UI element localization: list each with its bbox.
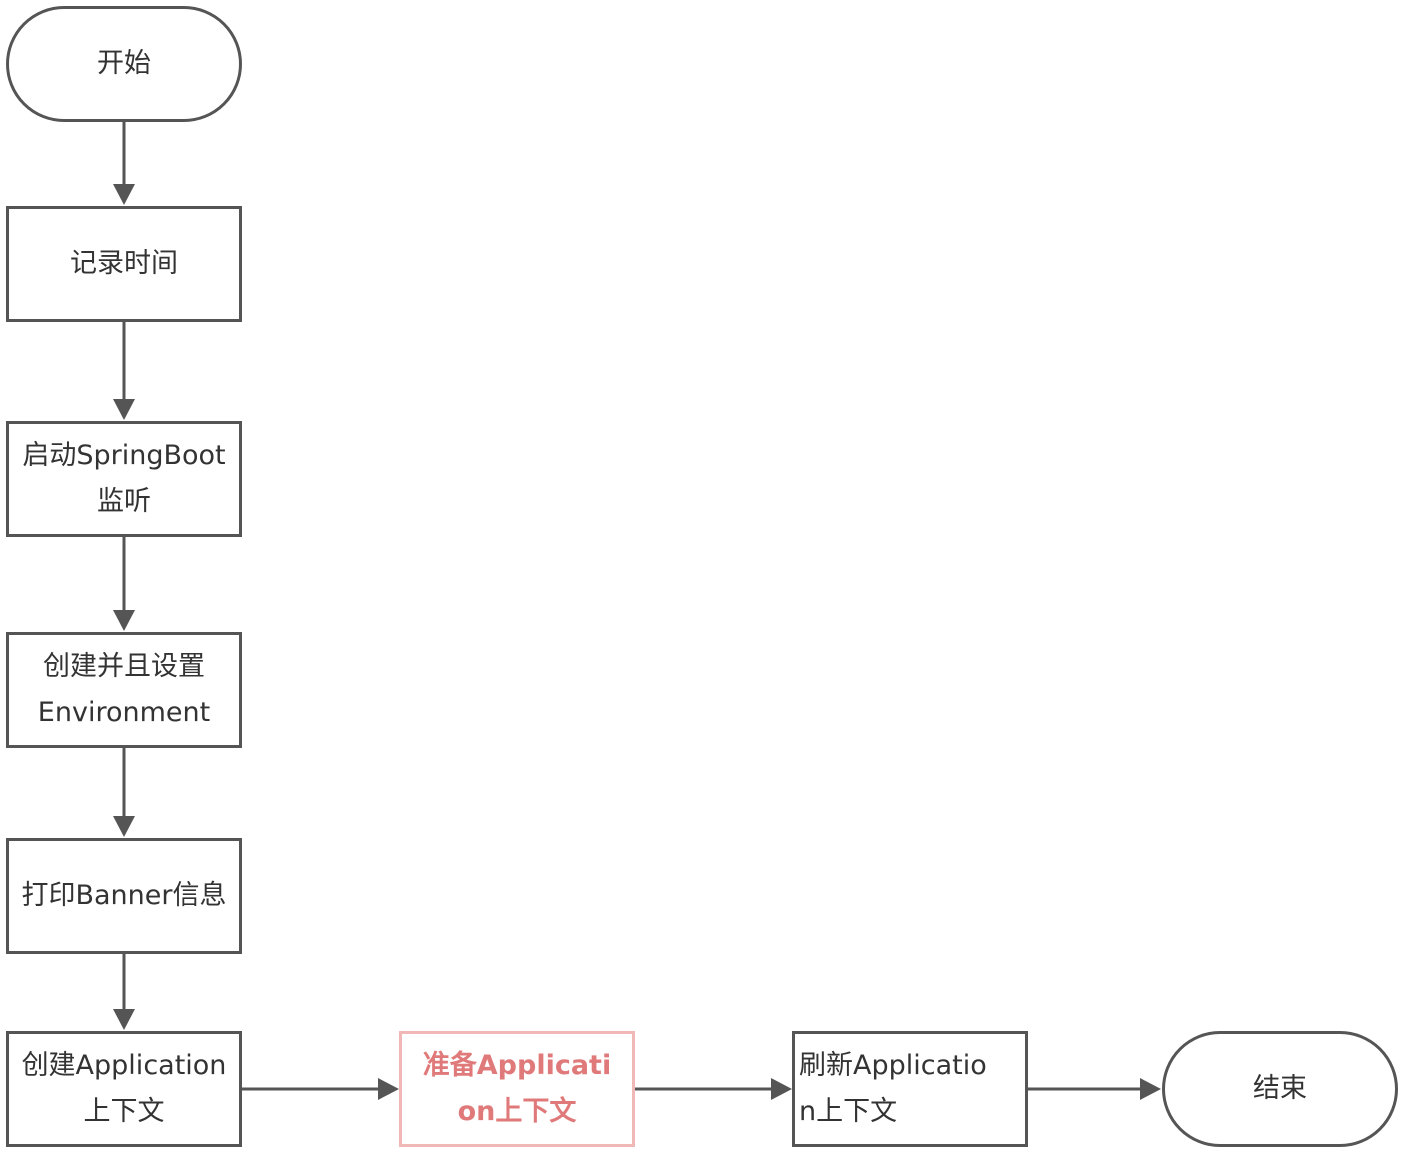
arrowhead-start-to-record — [113, 184, 135, 205]
create-context-node[interactable]: 创建Application上下文 — [6, 1031, 242, 1147]
arrowhead-listener-to-env — [113, 610, 135, 631]
start-listener-label: 启动SpringBoot监听 — [22, 440, 226, 517]
arrowhead-prepare-to-refresh — [771, 1078, 792, 1100]
end-node[interactable]: 结束 — [1162, 1031, 1398, 1147]
start-label: 开始 — [97, 48, 151, 79]
prepare-context-label: 准备Application上下文 — [422, 1050, 612, 1127]
create-environment-label: 创建并且设置Environment — [37, 651, 211, 728]
print-banner-node[interactable]: 打印Banner信息 — [6, 838, 242, 954]
prepare-context-node[interactable]: 准备Application上下文 — [399, 1031, 635, 1147]
create-environment-node[interactable]: 创建并且设置Environment — [6, 632, 242, 748]
record-time-label: 记录时间 — [70, 248, 178, 279]
record-time-node[interactable]: 记录时间 — [6, 206, 242, 322]
refresh-context-label: 刷新Application上下文 — [799, 1050, 987, 1127]
end-label: 结束 — [1253, 1073, 1307, 1104]
start-listener-node[interactable]: 启动SpringBoot监听 — [6, 421, 242, 537]
create-context-label: 创建Application上下文 — [21, 1050, 227, 1127]
refresh-context-node[interactable]: 刷新Application上下文 — [792, 1031, 1028, 1147]
start-node[interactable]: 开始 — [6, 6, 242, 122]
arrowhead-create-to-prepare — [378, 1078, 399, 1100]
arrowhead-banner-to-create — [113, 1009, 135, 1030]
arrowhead-env-to-banner — [113, 816, 135, 837]
print-banner-label: 打印Banner信息 — [21, 880, 227, 911]
arrowhead-record-to-listener — [113, 399, 135, 420]
arrowhead-refresh-to-end — [1140, 1078, 1161, 1100]
